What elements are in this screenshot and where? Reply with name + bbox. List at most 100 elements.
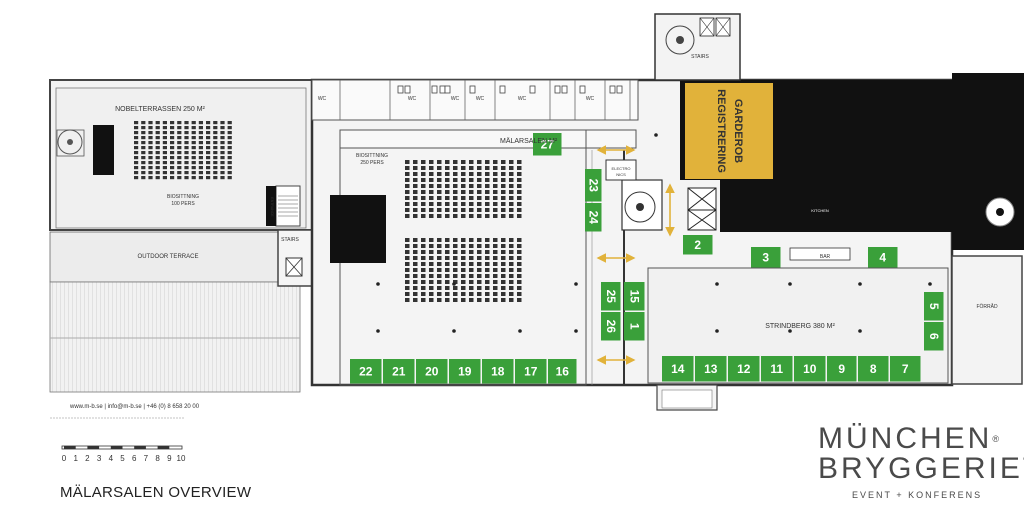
seat: [461, 298, 466, 302]
seat: [469, 166, 474, 170]
booth-box[interactable]: [868, 247, 898, 268]
label-bio250-b: 250 PERS: [360, 160, 384, 166]
booth-box[interactable]: [683, 235, 713, 255]
booth-7[interactable]: 7: [890, 356, 921, 382]
seat: [485, 286, 490, 290]
booth-20[interactable]: 20: [416, 359, 448, 384]
label-outdoor: OUTDOOR TERRACE: [138, 254, 199, 260]
booth-box[interactable]: [383, 359, 415, 384]
seat: [148, 151, 153, 155]
pillar: [928, 282, 932, 286]
booth-5[interactable]: 5: [924, 292, 944, 321]
seat: [477, 286, 482, 290]
booth-box[interactable]: [482, 359, 514, 384]
seat: [437, 160, 442, 164]
seat: [155, 141, 160, 145]
booth-1[interactable]: 1: [624, 312, 645, 341]
booth-24[interactable]: 24: [585, 203, 602, 232]
booth-box[interactable]: [761, 356, 793, 382]
seat: [469, 292, 474, 296]
seat: [493, 298, 498, 302]
seat: [453, 190, 458, 194]
seat: [220, 156, 225, 160]
booth-box[interactable]: [533, 133, 562, 156]
seat: [485, 190, 490, 194]
seat: [177, 131, 182, 135]
seat: [469, 178, 474, 182]
booth-box[interactable]: [695, 356, 727, 382]
booth-box[interactable]: [624, 282, 645, 311]
seat: [461, 160, 466, 164]
booth-9[interactable]: 9: [827, 356, 857, 382]
booth-11[interactable]: 11: [761, 356, 793, 382]
booth-26[interactable]: 26: [601, 312, 621, 341]
booth-box[interactable]: [350, 359, 382, 384]
booth-box[interactable]: [585, 169, 602, 202]
booth-box[interactable]: [751, 247, 781, 268]
seat: [477, 196, 482, 200]
booth-box[interactable]: [624, 312, 645, 341]
seat: [405, 244, 410, 248]
booth-box[interactable]: [601, 282, 621, 311]
scale-label: 10: [177, 454, 186, 463]
booth-17[interactable]: 17: [515, 359, 547, 384]
booth-box[interactable]: [601, 312, 621, 341]
seat: [493, 196, 498, 200]
booth-box[interactable]: [662, 356, 694, 382]
seat: [206, 161, 211, 165]
booth-box[interactable]: [794, 356, 826, 382]
booth-box[interactable]: [858, 356, 889, 382]
seat: [517, 244, 522, 248]
seat: [445, 244, 450, 248]
booth-14[interactable]: 14: [662, 356, 694, 382]
seat: [177, 156, 182, 160]
booth-22[interactable]: 22: [350, 359, 382, 384]
booth-13[interactable]: 13: [695, 356, 727, 382]
seat: [461, 214, 466, 218]
seat: [493, 292, 498, 296]
seat: [220, 136, 225, 140]
booth-12[interactable]: 12: [728, 356, 760, 382]
booth-4[interactable]: 4: [868, 247, 898, 268]
booth-10[interactable]: 10: [794, 356, 826, 382]
booth-box[interactable]: [890, 356, 921, 382]
booth-15[interactable]: 15: [624, 282, 645, 311]
booth-6[interactable]: 6: [924, 322, 944, 351]
seat: [469, 256, 474, 260]
booth-box[interactable]: [585, 203, 602, 232]
label-wc-1: WC: [408, 96, 417, 102]
booth-3[interactable]: 3: [751, 247, 781, 268]
seat: [469, 262, 474, 266]
booth-18[interactable]: 18: [482, 359, 514, 384]
booth-box[interactable]: [827, 356, 857, 382]
toilet: [579, 85, 586, 94]
booth-23[interactable]: 23: [585, 169, 602, 202]
booth-box[interactable]: [515, 359, 547, 384]
booth-25[interactable]: 25: [601, 282, 621, 311]
seat: [453, 208, 458, 212]
booth-27[interactable]: 27: [533, 133, 562, 156]
booth-box[interactable]: [416, 359, 448, 384]
seat: [429, 238, 434, 242]
seat: [445, 262, 450, 266]
booth-box[interactable]: [449, 359, 481, 384]
seat: [493, 238, 498, 242]
toilet: [431, 85, 438, 94]
booth-box[interactable]: [924, 322, 944, 351]
booth-2[interactable]: 2: [683, 235, 713, 255]
seat: [517, 262, 522, 266]
booth-16[interactable]: 16: [548, 359, 577, 384]
toilet: [404, 85, 411, 94]
booth-19[interactable]: 19: [449, 359, 481, 384]
booth-box[interactable]: [548, 359, 577, 384]
booth-8[interactable]: 8: [858, 356, 889, 382]
seat: [453, 280, 458, 284]
seat: [453, 172, 458, 176]
booth-21[interactable]: 21: [383, 359, 415, 384]
booth-box[interactable]: [728, 356, 760, 382]
seat: [493, 250, 498, 254]
seat: [437, 262, 442, 266]
booth-box[interactable]: [924, 292, 944, 321]
seat: [213, 166, 218, 170]
